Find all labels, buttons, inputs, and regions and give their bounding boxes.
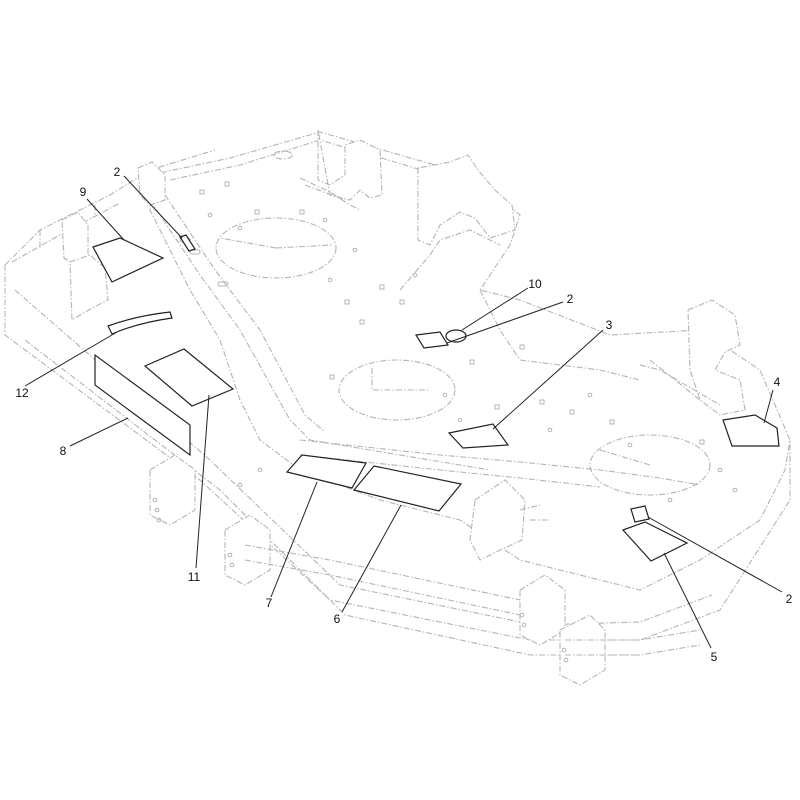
callout-2-right: 2 xyxy=(786,592,793,606)
callout-10: 10 xyxy=(528,277,542,291)
decal-3 xyxy=(447,423,510,449)
decal-11 xyxy=(143,348,235,407)
decal-6 xyxy=(352,465,463,512)
decal-8 xyxy=(94,353,191,457)
callout-labels: 2 9 10 2 3 4 12 8 11 7 6 2 5 xyxy=(15,165,792,664)
callout-3: 3 xyxy=(606,318,613,332)
callout-12: 12 xyxy=(15,386,29,400)
callout-9: 9 xyxy=(80,185,87,199)
callout-2-top-left: 2 xyxy=(114,165,121,179)
decal-12 xyxy=(107,311,173,335)
mower-deck-outline xyxy=(4,129,791,686)
callout-6: 6 xyxy=(334,612,341,626)
decal-5 xyxy=(621,521,689,562)
decals xyxy=(92,234,780,562)
decal-4 xyxy=(722,414,780,447)
decal-2-center xyxy=(415,331,449,349)
decal-2-right xyxy=(630,505,650,523)
callout-4: 4 xyxy=(774,375,781,389)
decal-2-left xyxy=(179,234,196,252)
decal-7 xyxy=(285,454,367,489)
decal-9 xyxy=(92,237,165,283)
callout-5: 5 xyxy=(711,650,718,664)
leader-lines xyxy=(24,175,783,649)
callout-11: 11 xyxy=(188,570,201,584)
callout-8: 8 xyxy=(60,444,67,458)
callout-7: 7 xyxy=(266,596,273,610)
callout-2-center: 2 xyxy=(567,292,574,306)
